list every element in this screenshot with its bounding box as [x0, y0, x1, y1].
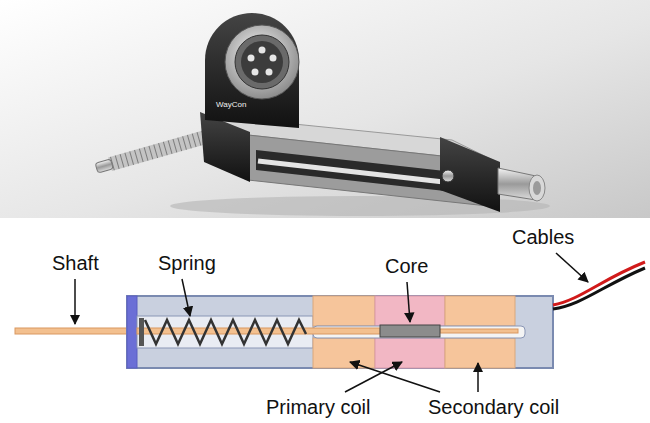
rod-tip	[95, 159, 113, 173]
part-label: Primary coil	[266, 396, 370, 418]
shaft	[15, 328, 140, 334]
brand-text: WayCon	[216, 101, 246, 110]
cable-red	[553, 262, 645, 305]
end-knob-face	[529, 175, 545, 201]
leader-arrow	[350, 362, 440, 392]
part-label: Core	[385, 255, 428, 277]
spring-seat	[139, 318, 144, 346]
leader-arrow	[477, 363, 479, 392]
connector-ring	[225, 25, 299, 99]
connector-pin	[266, 69, 273, 76]
photo-background	[0, 0, 650, 218]
connector-face	[235, 35, 289, 89]
connector-pin	[259, 47, 266, 54]
connector-pin	[252, 69, 259, 76]
part-label: Spring	[158, 252, 216, 274]
connector-pin	[270, 55, 277, 62]
part-label: Cables	[512, 226, 574, 248]
cable-black	[553, 268, 645, 309]
secondary-coil	[445, 338, 515, 368]
secondary-coil	[445, 296, 515, 326]
leader-arrow	[182, 279, 190, 316]
right-end-block	[440, 137, 500, 212]
core	[380, 325, 440, 337]
leader-arrow	[74, 279, 76, 324]
secondary-coil	[313, 338, 375, 368]
rod-thread	[108, 129, 212, 171]
threaded-rod	[95, 129, 212, 175]
connector-pin	[248, 55, 255, 62]
leader-arrow	[407, 282, 410, 322]
screw-head	[442, 170, 454, 182]
primary-coil	[375, 338, 445, 368]
leader-arrow	[556, 253, 588, 282]
housing	[127, 296, 553, 368]
end-cap	[127, 296, 137, 368]
shaft	[440, 329, 518, 333]
part-label: Secondary coil	[428, 396, 559, 418]
part-label: Shaft	[52, 252, 99, 274]
connector-insert	[241, 41, 283, 83]
spring	[145, 320, 306, 344]
connector-housing	[205, 13, 299, 128]
secondary-coil	[313, 296, 375, 326]
end-knob-bore	[533, 181, 541, 195]
